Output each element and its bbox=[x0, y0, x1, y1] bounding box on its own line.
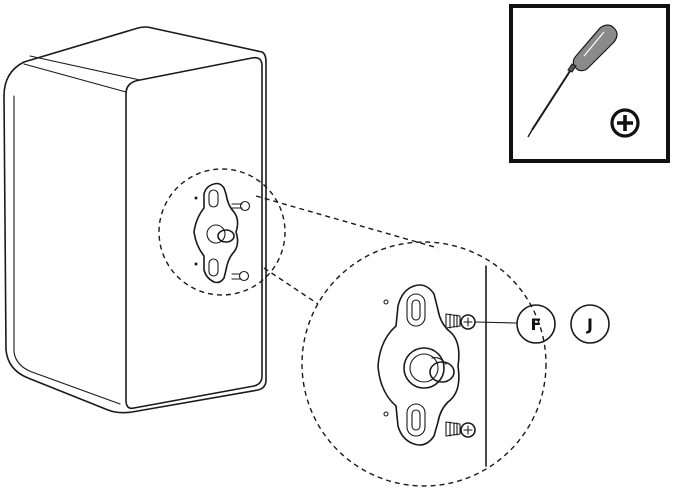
detail-circle-small bbox=[158, 168, 286, 296]
screw-upper bbox=[445, 313, 476, 330]
screwdriver-icon bbox=[527, 24, 618, 138]
detail-circle-large bbox=[301, 241, 547, 487]
callout-j-label: J bbox=[586, 315, 593, 334]
callout-f: F bbox=[516, 304, 556, 344]
phillips-head-icon bbox=[610, 108, 640, 138]
tool-box bbox=[509, 4, 670, 163]
callout-f-label: F bbox=[531, 315, 542, 334]
callout-j: J bbox=[570, 304, 610, 344]
zoom-connector-lines bbox=[255, 195, 439, 305]
screw-lower bbox=[445, 421, 476, 438]
speaker-cabinet bbox=[3, 26, 267, 414]
